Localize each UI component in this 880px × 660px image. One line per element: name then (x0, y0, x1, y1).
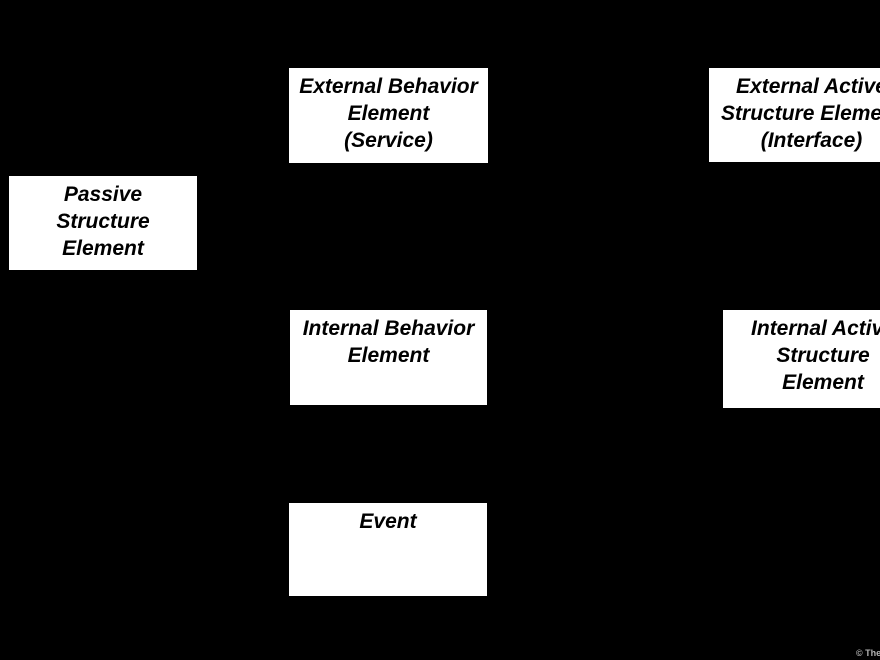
node-external-active-structure-element: External Active Structure Element (Inter… (709, 68, 880, 162)
node-internal-behavior-element: Internal Behavior Element (290, 310, 487, 405)
copyright-watermark: © The (856, 648, 880, 658)
node-internal-active-structure-element: Internal Active Structure Element (723, 310, 880, 408)
node-event: Event (289, 503, 487, 596)
node-passive-structure-element: Passive Structure Element (9, 176, 197, 270)
node-external-behavior-element: External Behavior Element (Service) (289, 68, 488, 163)
